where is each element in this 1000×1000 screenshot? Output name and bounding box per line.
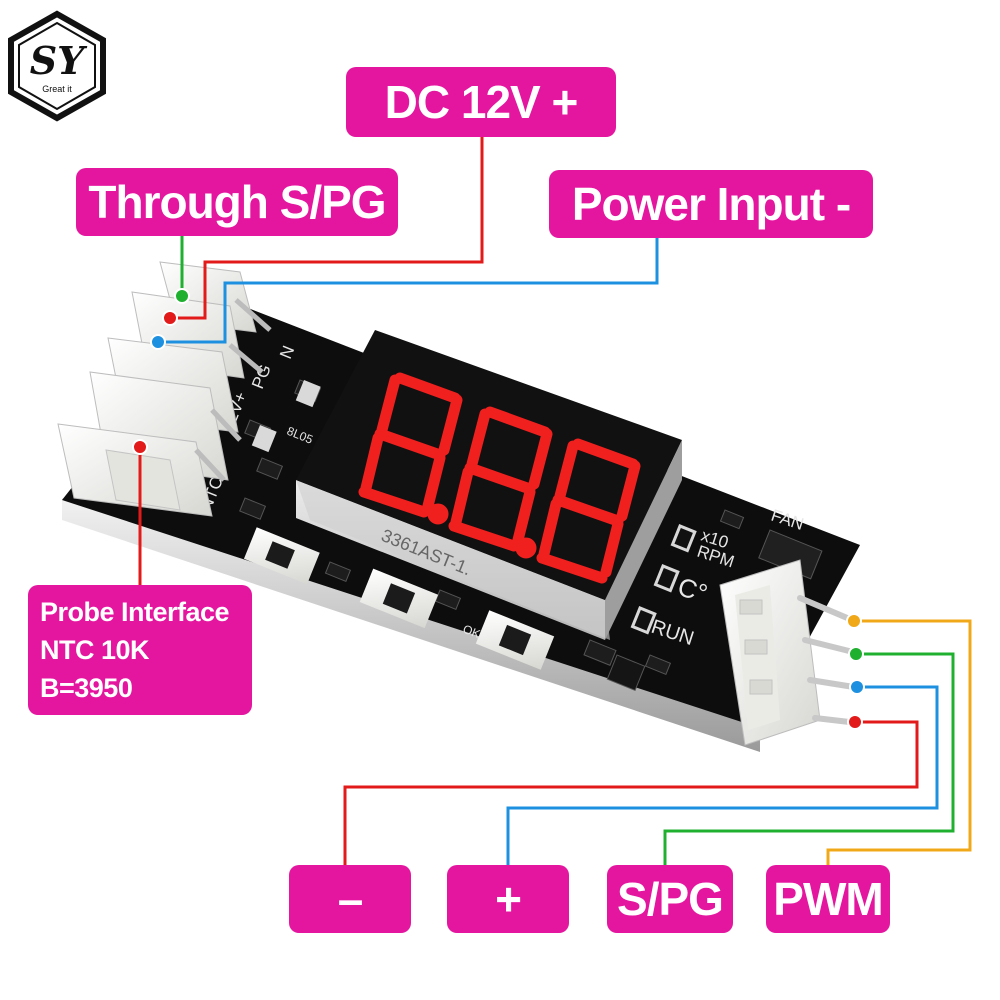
logo-initials: SY xyxy=(29,38,85,83)
label-pin-plus: + xyxy=(447,865,569,933)
silk-ok: OK xyxy=(461,622,482,641)
probe-line-2: NTC 10K xyxy=(40,635,150,665)
label-pin-pwm: PWM xyxy=(766,865,890,933)
probe-line-1: Probe Interface xyxy=(40,597,230,627)
hexagon-icon xyxy=(8,10,106,122)
status-leds xyxy=(630,524,697,635)
electrolytic-caps xyxy=(251,380,321,453)
leader-lines xyxy=(138,136,972,865)
label-probe-interface: Probe Interface NTC 10K B=3950 xyxy=(28,585,252,715)
pcb-edge xyxy=(62,498,760,752)
label-power-input: Power Input - xyxy=(549,170,873,238)
fan-connector xyxy=(719,559,863,746)
brand-logo: SY Great it xyxy=(6,10,108,122)
label-dc-12v: DC 12V + xyxy=(346,67,616,137)
logo-tagline: Great it xyxy=(42,84,72,94)
label-through-spg: Through S/PG xyxy=(76,168,398,236)
digit-segments xyxy=(358,372,641,584)
left-connectors xyxy=(57,261,272,517)
connection-dots xyxy=(132,288,865,730)
label-pin-spg: S/PG xyxy=(607,865,733,933)
push-buttons xyxy=(243,527,555,670)
label-pin-minus: – xyxy=(289,865,411,933)
probe-line-3: B=3950 xyxy=(40,673,133,703)
